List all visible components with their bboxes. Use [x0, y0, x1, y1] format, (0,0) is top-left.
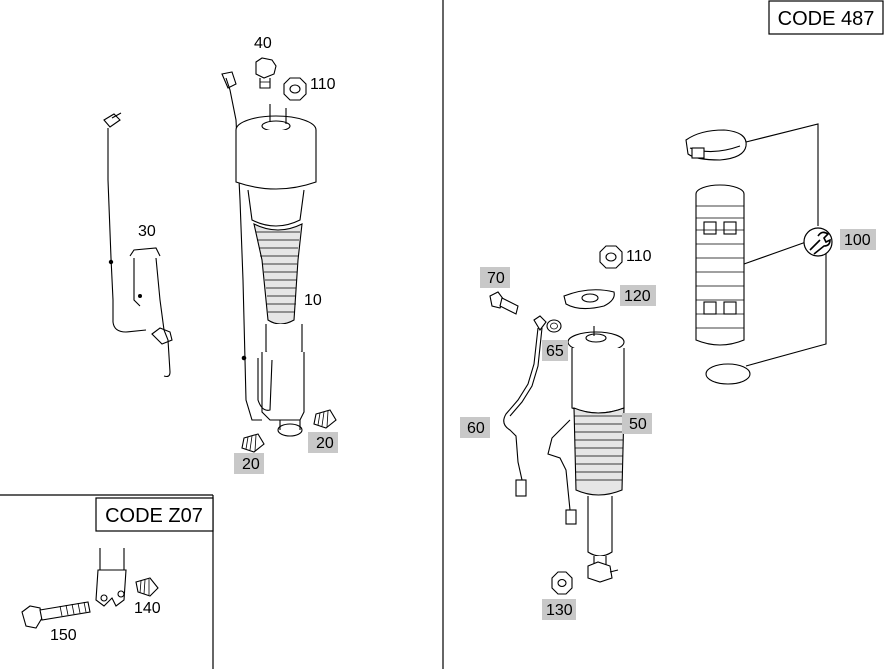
- callout-65: 65: [546, 343, 564, 360]
- part-150-bolt: [21, 601, 91, 629]
- part-100-clamp-band: [685, 129, 747, 161]
- callout-20-b-highlight: [308, 432, 338, 453]
- callout-40: 40: [254, 35, 272, 52]
- callout-50-highlight: [622, 413, 652, 434]
- part-100-bracket-lines: [743, 123, 827, 367]
- callout-140: 140: [134, 600, 161, 617]
- callout-65-highlight: [542, 340, 568, 361]
- callout-60-highlight: [460, 417, 490, 438]
- part-140-buffer: [135, 577, 159, 597]
- callout-110-mid: 110: [626, 248, 652, 265]
- callout-30: 30: [138, 223, 156, 240]
- part-100-retaining-ring: [705, 363, 751, 385]
- callout-10: 10: [304, 292, 322, 309]
- code-box-sub-label: CODE Z07: [105, 505, 203, 527]
- part-20-buffer-b: [313, 409, 337, 429]
- part-110-nut-top: [283, 77, 307, 101]
- part-20-buffer-a: [241, 433, 265, 453]
- part-100-bellows-boot: [695, 184, 745, 346]
- callout-120-highlight: [620, 285, 656, 306]
- part-fork-bracket: [95, 548, 127, 607]
- part-40-bolt: [255, 57, 277, 89]
- callout-20-a: 20: [242, 456, 260, 473]
- callout-20-b: 20: [316, 435, 334, 452]
- callout-120: 120: [624, 288, 651, 305]
- callout-50: 50: [629, 416, 647, 433]
- part-110-nut-mid: [599, 245, 623, 269]
- part-50-air-strut: [547, 326, 625, 583]
- part-130-nut: [551, 571, 573, 595]
- part-10-air-strut: [221, 71, 317, 437]
- part-70-bolt: [489, 291, 519, 315]
- callout-70: 70: [487, 270, 505, 287]
- part-120-gasket: [563, 289, 615, 310]
- callout-130: 130: [546, 602, 573, 619]
- callout-20-a-highlight: [234, 453, 264, 474]
- callout-100-highlight: [840, 229, 876, 250]
- callout-100: 100: [844, 232, 871, 249]
- callout-110-top: 110: [310, 76, 336, 93]
- callout-60: 60: [467, 420, 485, 437]
- part-30-sensor-wire: [103, 112, 173, 378]
- callout-130-highlight: [542, 599, 576, 620]
- callout-70-highlight: [480, 267, 510, 288]
- callout-150: 150: [50, 627, 77, 644]
- wrench-icon: [803, 227, 833, 257]
- part-65-seal-ring: [546, 319, 562, 333]
- code-box-main-label: CODE 487: [778, 8, 875, 30]
- code-box-main: CODE 487: [768, 0, 884, 35]
- code-box-sub: CODE Z07: [95, 497, 214, 532]
- part-60-line: [503, 315, 547, 497]
